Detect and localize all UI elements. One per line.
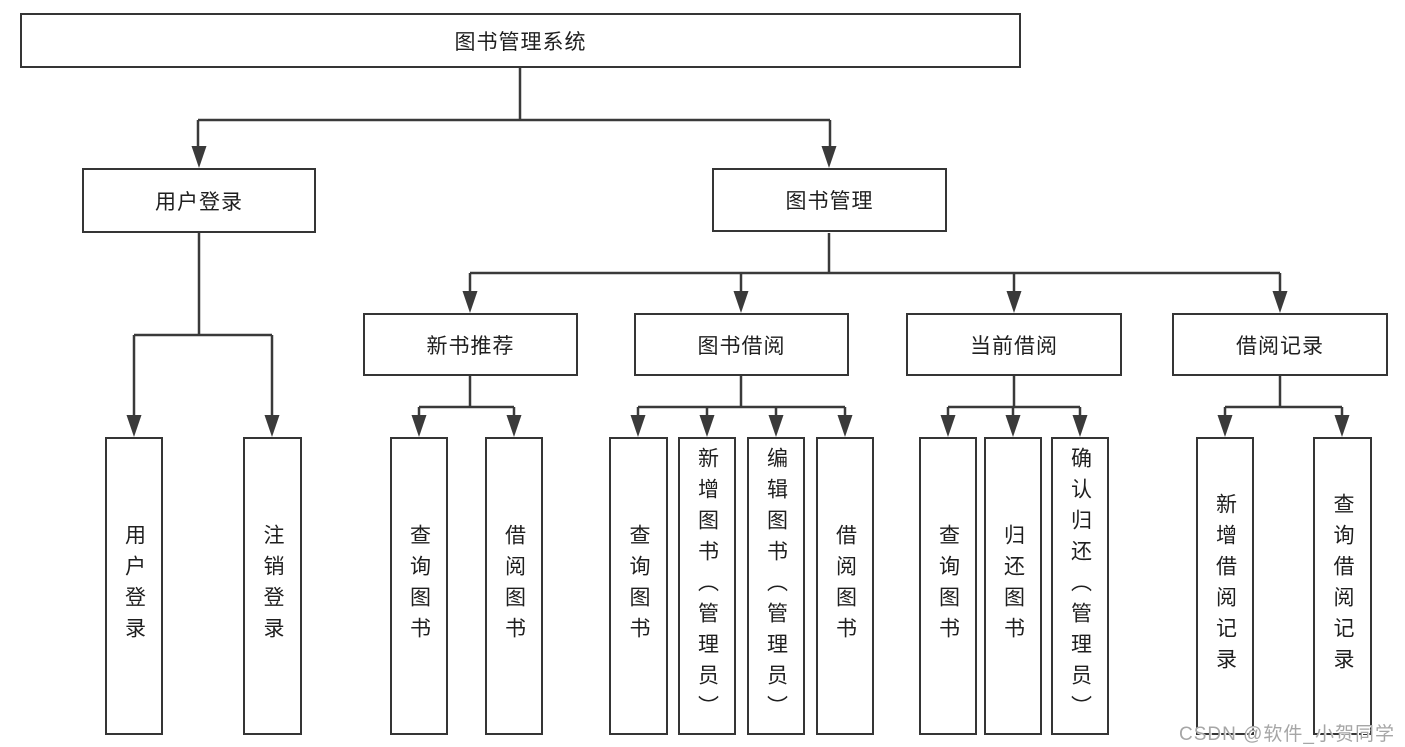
node-label: 图书借阅 [697,334,786,358]
node-label: 查询图书 [407,524,431,648]
node-leaf-query-books-current: 查询图书 [919,437,977,735]
node-library-management-system: 图书管理系统 [20,13,1021,68]
node-label: 确认归还（管理员） [1068,446,1092,726]
node-label: 编辑图书（管理员） [764,446,788,726]
node-new-book-recommendation: 新书推荐 [363,313,578,376]
node-leaf-borrow-books-recommend: 借阅图书 [485,437,543,735]
node-leaf-return-books: 归还图书 [984,437,1042,735]
arrowheads [126,146,1350,437]
node-leaf-add-borrow-record: 新增借阅记录 [1196,437,1254,735]
node-label: 图书管理 [785,190,874,213]
node-leaf-add-books-admin: 新增图书（管理员） [678,437,736,735]
node-borrowing-records: 借阅记录 [1172,313,1388,376]
node-leaf-logout: 注销登录 [243,437,302,735]
node-leaf-query-books-borrow: 查询图书 [609,437,668,735]
connector [132,68,1344,418]
node-book-borrowing: 图书借阅 [634,313,849,376]
node-label: 新增借阅记录 [1213,493,1237,679]
node-label: 注销登录 [261,524,284,648]
node-label: 新书推荐 [426,334,515,358]
node-label: 用户登录 [155,190,243,214]
node-user-login-module: 用户登录 [82,168,316,233]
node-leaf-borrow-books: 借阅图书 [816,437,874,735]
node-book-management-module: 图书管理 [712,168,947,232]
node-leaf-query-books-recommend: 查询图书 [390,437,448,735]
node-label: 图书管理系统 [454,30,587,54]
node-leaf-confirm-return-admin: 确认归还（管理员） [1051,437,1109,735]
node-label: 借阅图书 [833,524,857,648]
node-label: 查询图书 [627,524,650,648]
node-label: 新增图书（管理员） [695,446,719,726]
node-label: 归还图书 [1001,524,1025,648]
node-leaf-edit-books-admin: 编辑图书（管理员） [747,437,805,735]
node-label: 借阅图书 [502,524,526,648]
node-label: 查询借阅记录 [1331,493,1354,679]
node-label: 借阅记录 [1236,334,1324,358]
node-label: 用户登录 [122,524,146,648]
node-current-borrowing: 当前借阅 [906,313,1122,376]
node-leaf-user-login: 用户登录 [105,437,163,735]
node-label: 查询图书 [936,524,960,648]
node-label: 当前借阅 [970,334,1058,358]
csdn-watermark: CSDN @软件_小贺同学 [1179,724,1395,745]
node-leaf-query-borrow-record: 查询借阅记录 [1313,437,1372,735]
